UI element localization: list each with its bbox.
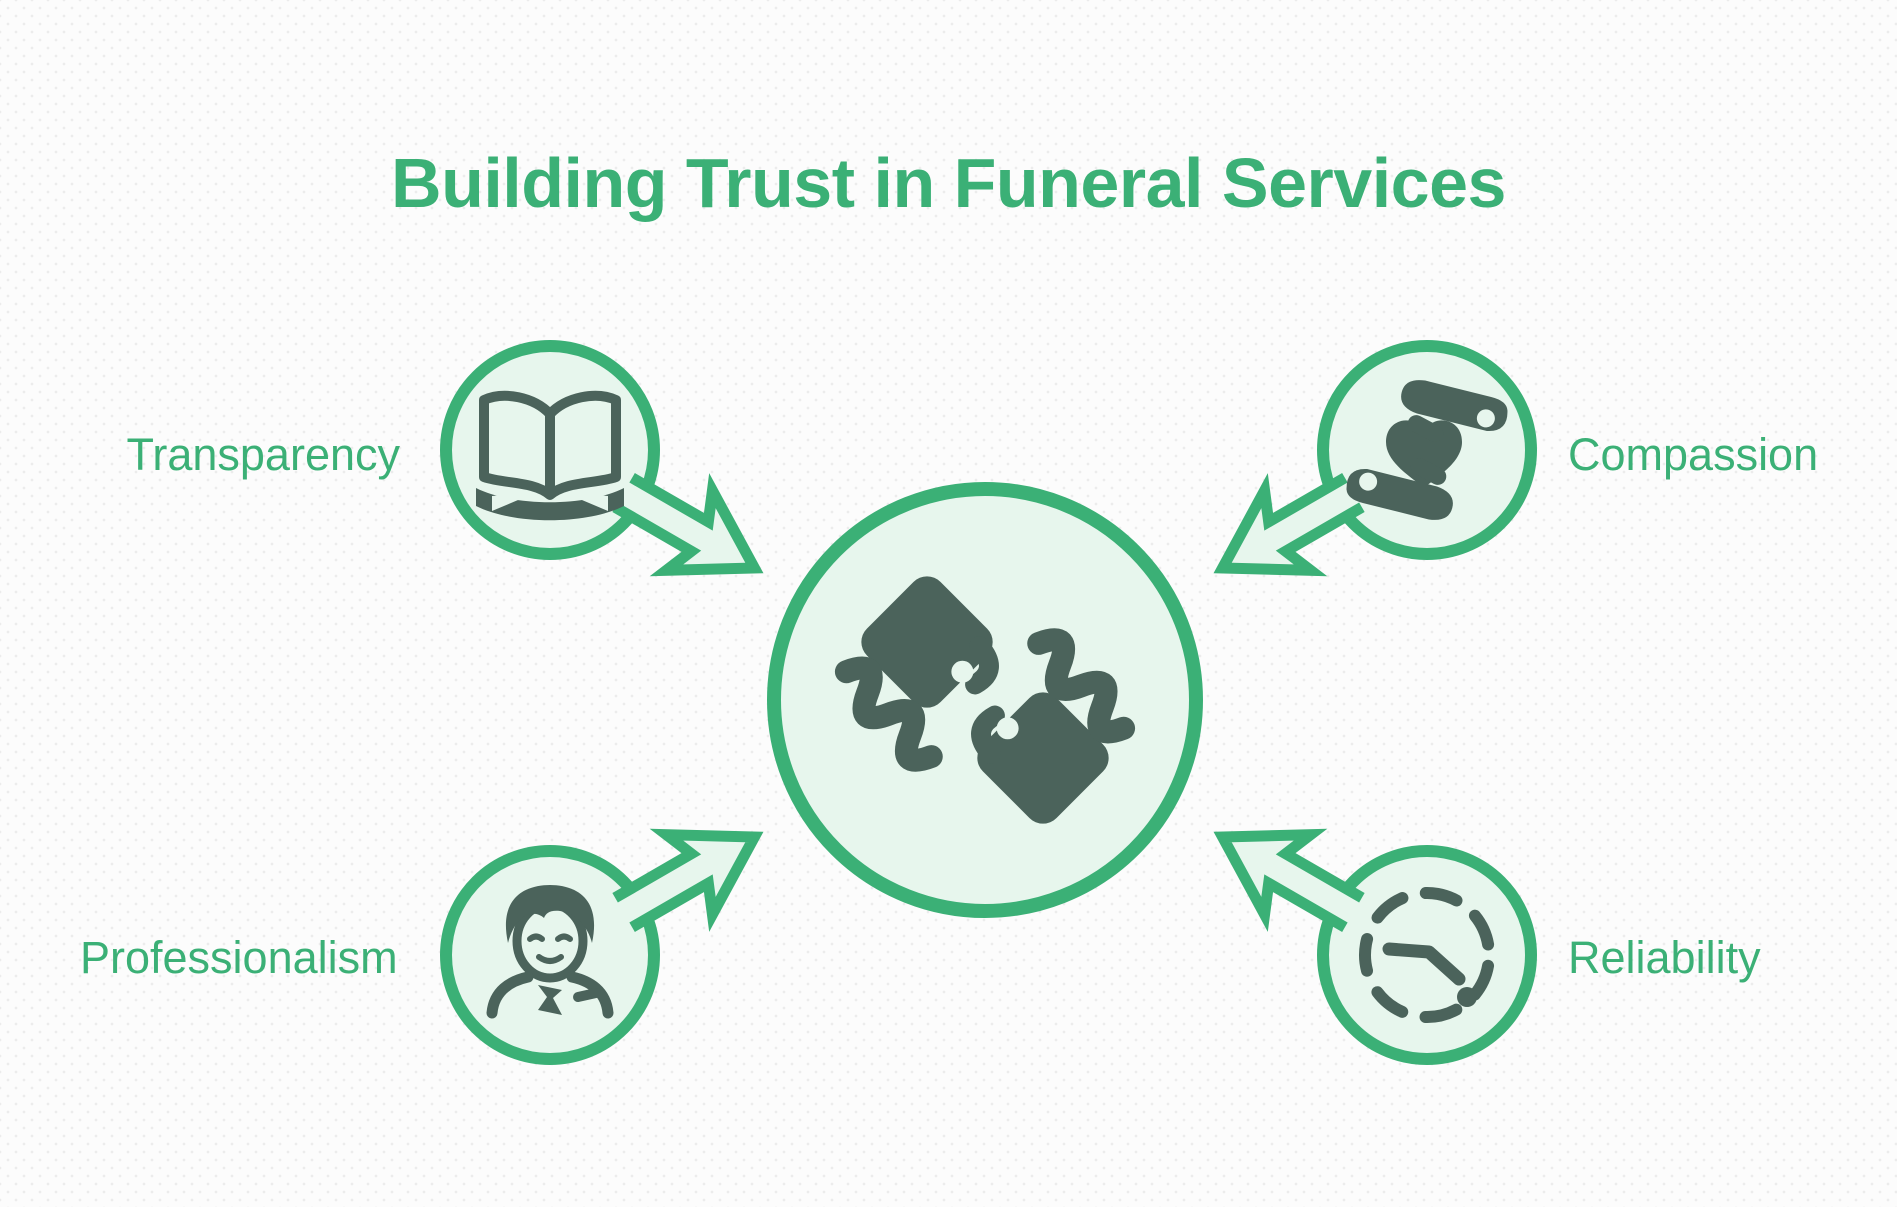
- handshake-sleeve-squiggle-top: [1027, 628, 1136, 744]
- label-professionalism: Professionalism: [80, 932, 398, 983]
- arrow-transparency-to-center: [612, 473, 764, 577]
- clock-dot: [1457, 987, 1477, 1007]
- arrow-reliability-to-center: [1213, 828, 1365, 932]
- open-book-icon: [476, 390, 624, 521]
- clock-hands: [1382, 942, 1466, 986]
- center-circle: [767, 482, 1203, 918]
- handshake-sleeve-squiggle-bottom: [834, 656, 943, 772]
- cradle-hand-top: [1401, 380, 1508, 442]
- arrow-professionalism-to-center: [612, 828, 764, 932]
- person-collar-dash: [573, 988, 601, 1002]
- person-hair: [505, 885, 595, 943]
- person-eyes: [527, 933, 573, 942]
- professionalism-circle: [440, 845, 660, 1065]
- person-bowtie: [538, 985, 562, 1015]
- page-title: Building Trust in Funeral Services: [391, 144, 1506, 222]
- book-ribbon-left: [492, 492, 537, 511]
- book-base: [476, 488, 624, 521]
- book-ribbon-right: [563, 492, 608, 511]
- label-transparency: Transparency: [126, 429, 400, 480]
- clock-dashed-ring: [1359, 887, 1495, 1023]
- arrow-compassion-to-center: [1213, 473, 1365, 577]
- label-reliability: Reliability: [1568, 932, 1761, 983]
- handshake-icon: [834, 576, 1136, 824]
- hands-heart-icon: [1346, 380, 1508, 520]
- person-icon: [486, 885, 614, 1019]
- person-smile: [536, 954, 564, 964]
- label-compassion: Compassion: [1568, 429, 1819, 480]
- clock-dashed-icon: [1359, 887, 1495, 1023]
- handshake-hand-left: [861, 576, 999, 708]
- cradle-hand-bottom: [1346, 458, 1453, 520]
- handshake-hand-right: [971, 692, 1109, 824]
